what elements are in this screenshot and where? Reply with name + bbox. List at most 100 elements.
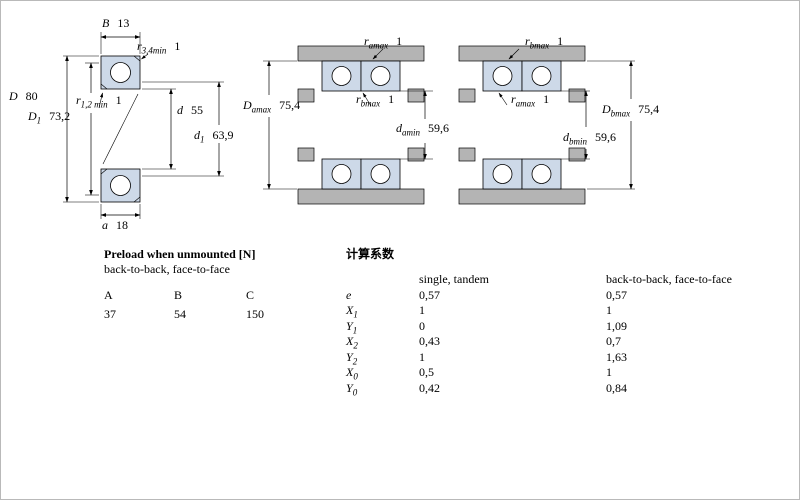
factor-value-paired: 0,84 <box>606 380 627 395</box>
factor-letter: Y <box>346 318 353 333</box>
dim-ramax-b: ramax 1 <box>511 92 550 109</box>
dim-symbol: r <box>137 39 142 53</box>
housing-shade <box>458 188 586 205</box>
factor-subscript: 1 <box>353 309 358 320</box>
dim-a: a 18 <box>102 219 128 232</box>
dim-symbol: D <box>9 89 18 103</box>
dim-symbol: D <box>28 109 37 123</box>
factor-value-single: 0,42 <box>419 380 440 395</box>
dim-subscript: amax <box>251 104 272 115</box>
factor-value-paired: 1 <box>606 365 612 379</box>
preload-grid: A B C 37 54 150 <box>104 288 326 322</box>
contact-angle-line <box>102 93 139 165</box>
dim-subscript: bmax <box>610 108 631 119</box>
shoulder-shade <box>297 147 315 162</box>
leader-line <box>362 92 372 107</box>
dim-symbol: r <box>364 34 369 48</box>
dim-value: 13 <box>117 16 130 30</box>
factors-title: 计算系数 <box>346 247 395 261</box>
housing-shade <box>458 45 586 62</box>
dim-subscript: amax <box>515 98 536 109</box>
factors-corner-cell <box>346 272 419 288</box>
factor-symbol: e <box>346 288 419 304</box>
pair-arrangement-b-drawing <box>458 45 635 205</box>
ball <box>331 66 352 86</box>
factor-letter: X <box>346 303 354 317</box>
factor-value-single: 0,57 <box>419 287 440 302</box>
dim-symbol: d <box>177 103 183 117</box>
factor-letter: Y <box>346 380 353 395</box>
dim-symbol: d <box>396 121 402 135</box>
ball <box>492 164 513 184</box>
dim-symbol: r <box>356 92 361 106</box>
dim-value: 1 <box>396 34 403 48</box>
factor-symbol: X2 <box>346 334 419 350</box>
dim-symbol: d <box>194 128 200 142</box>
dim-symbol: B <box>102 16 110 30</box>
factors-col-paired: back-to-back, face-to-face <box>606 272 732 286</box>
shoulder-shade <box>297 88 315 103</box>
dim-value: 1 <box>557 34 564 48</box>
factor-symbol: Y0 <box>346 381 419 397</box>
leader-line <box>508 48 520 60</box>
factor-value-paired: 1 <box>606 303 612 317</box>
factor-value-single: 1 <box>419 303 425 317</box>
ball <box>110 62 131 83</box>
dim-symbol: r <box>511 92 516 106</box>
preload-title: Preload when unmounted [N] <box>104 247 256 261</box>
dim-subscript: bmax <box>529 40 550 51</box>
factor-letter: X <box>346 365 354 379</box>
dim-value: 63,9 <box>212 128 234 142</box>
section-view-drawing <box>63 32 224 219</box>
preload-value: 54 <box>174 307 186 321</box>
factor-subscript: 0 <box>353 371 358 382</box>
dim-value: 1 <box>115 93 122 107</box>
factor-subscript: 1 <box>352 324 358 335</box>
factor-subscript: 2 <box>352 355 358 366</box>
factor-letter: X <box>346 334 354 348</box>
dim-subscript: amax <box>368 40 389 51</box>
factor-value-paired: 0,7 <box>606 334 621 348</box>
ring-split-line <box>100 83 108 90</box>
dim-symbol: r <box>525 34 530 48</box>
dim-symbol: d <box>563 130 569 144</box>
ring-split-line <box>133 55 141 62</box>
leader-line <box>141 53 149 60</box>
factor-symbol: X1 <box>346 303 419 319</box>
factors-grid: single, tandem back-to-back, face-to-fac… <box>346 272 732 396</box>
dim-subscript: 1 <box>36 115 42 126</box>
dim-value: 75,4 <box>279 98 301 112</box>
factor-value-single: 0,5 <box>419 365 434 379</box>
dim-D: D 80 <box>9 90 38 103</box>
ring-split-line <box>133 196 141 203</box>
dim-value: 18 <box>116 218 128 232</box>
housing-shade <box>297 45 425 62</box>
dim-value: 1 <box>388 92 395 106</box>
dim-value: 1 <box>543 92 550 106</box>
factor-value-paired: 1,09 <box>606 318 627 333</box>
dim-symbol: a <box>102 218 108 232</box>
dim-symbol: D <box>602 102 611 116</box>
dim-value: 80 <box>25 89 38 103</box>
dim-subscript: 1,2 min <box>80 99 108 110</box>
shoulder-shade <box>458 147 476 162</box>
dim-B: B 13 <box>102 17 129 30</box>
factor-value-paired: 0,57 <box>606 287 627 302</box>
factor-value-single: 1 <box>419 349 425 364</box>
preload-col-header: B <box>174 288 183 302</box>
leader-line <box>498 92 508 106</box>
factor-letter: Y <box>346 349 353 364</box>
preload-col-header: A <box>104 288 113 302</box>
ring-split-line <box>100 168 108 175</box>
leader-line <box>372 48 384 60</box>
preload-value: 37 <box>104 307 116 321</box>
ball <box>331 164 352 184</box>
